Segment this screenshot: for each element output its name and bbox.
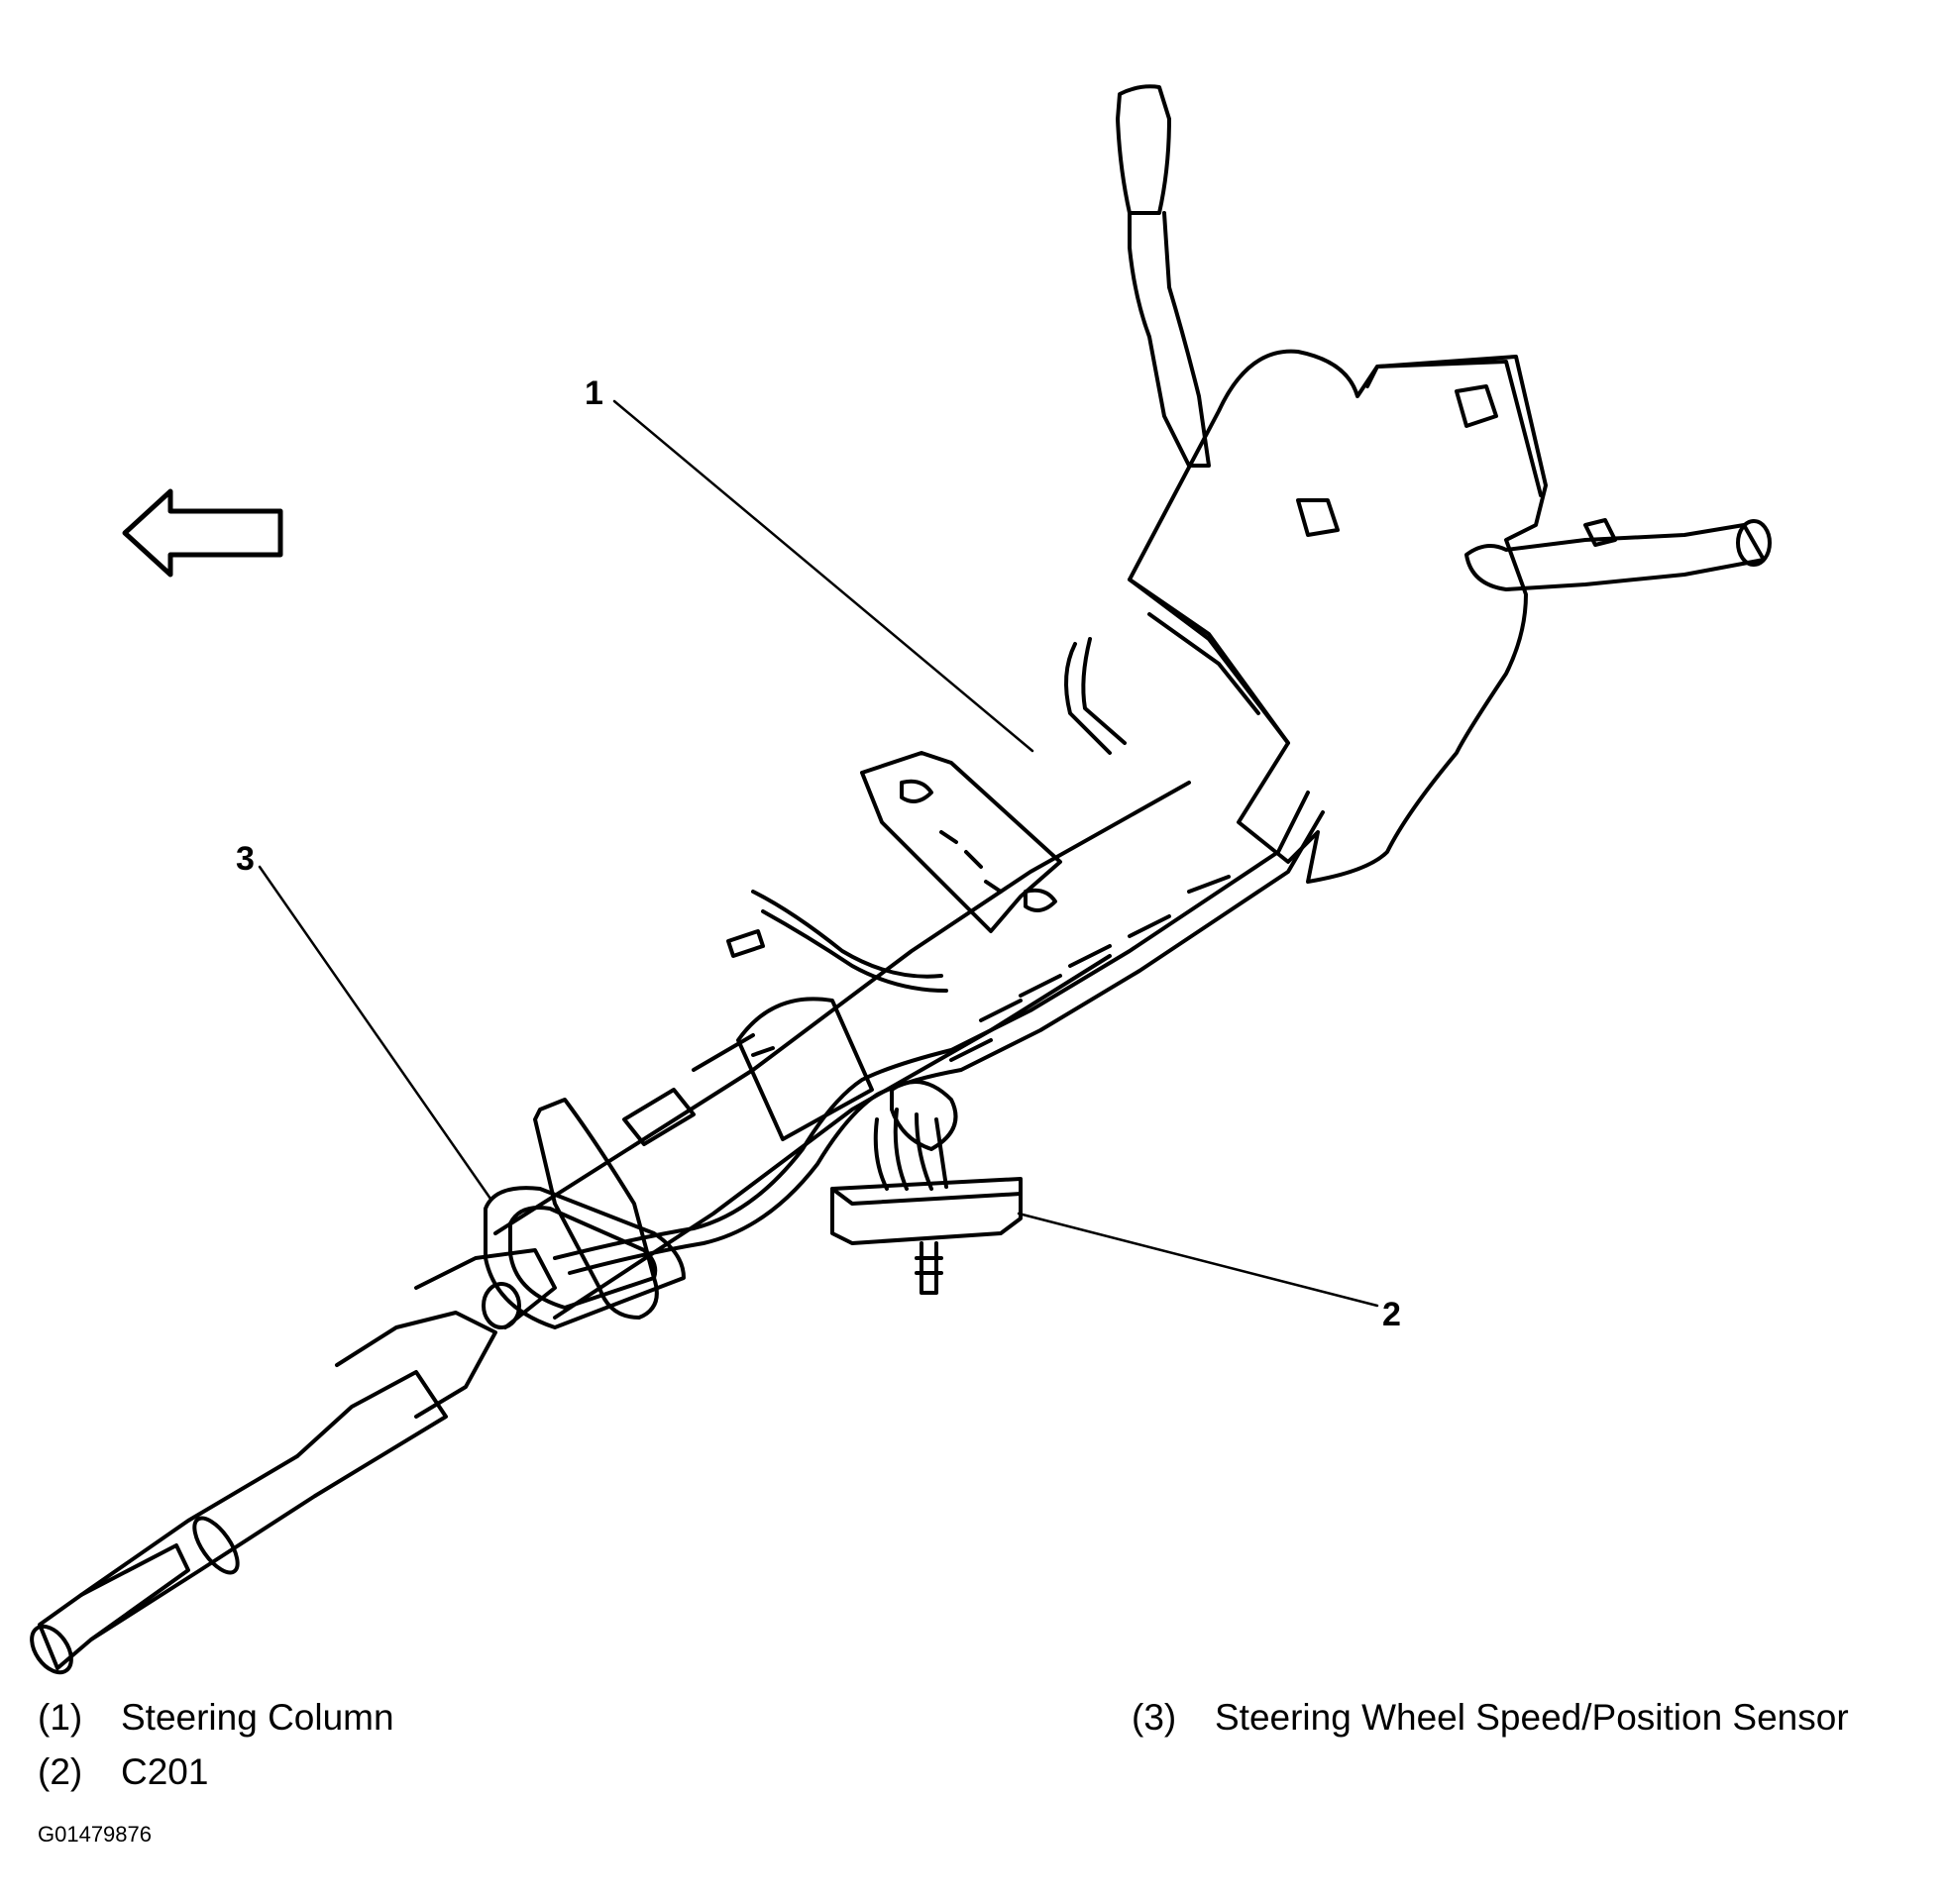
leader-line-3 (258, 865, 492, 1201)
legend-item-1: (1) Steering Column (38, 1699, 394, 1736)
legend-number: (2) (38, 1751, 83, 1792)
right-lever (1464, 518, 1772, 591)
leader-line-1 (612, 399, 1034, 753)
lower-shaft (30, 1248, 557, 1675)
callout-3: 3 (236, 840, 255, 878)
direction-arrow-icon (122, 488, 283, 578)
legend-number: (3) (1132, 1697, 1177, 1738)
mounting-bracket (860, 751, 1062, 933)
legend-label: Steering Column (121, 1697, 394, 1738)
top-lever (1116, 84, 1211, 468)
callout-1: 1 (585, 374, 603, 412)
wiring-harness (553, 637, 1325, 1275)
upper-head (1128, 349, 1548, 884)
leader-line-2 (1017, 1212, 1379, 1308)
legend-item-3: (3) Steering Wheel Speed/Position Sensor (1132, 1699, 1849, 1736)
legend-label: C201 (121, 1751, 209, 1792)
c201-connector (830, 1108, 1023, 1295)
callout-2: 2 (1382, 1296, 1401, 1333)
legend-item-2: (2) C201 (38, 1753, 208, 1790)
legend-label: Steering Wheel Speed/Position Sensor (1215, 1697, 1849, 1738)
sensor-loop (484, 1098, 686, 1329)
legend-number: (1) (38, 1697, 83, 1738)
figure-id: G01479876 (38, 1822, 152, 1847)
column-tube (493, 781, 1191, 1320)
